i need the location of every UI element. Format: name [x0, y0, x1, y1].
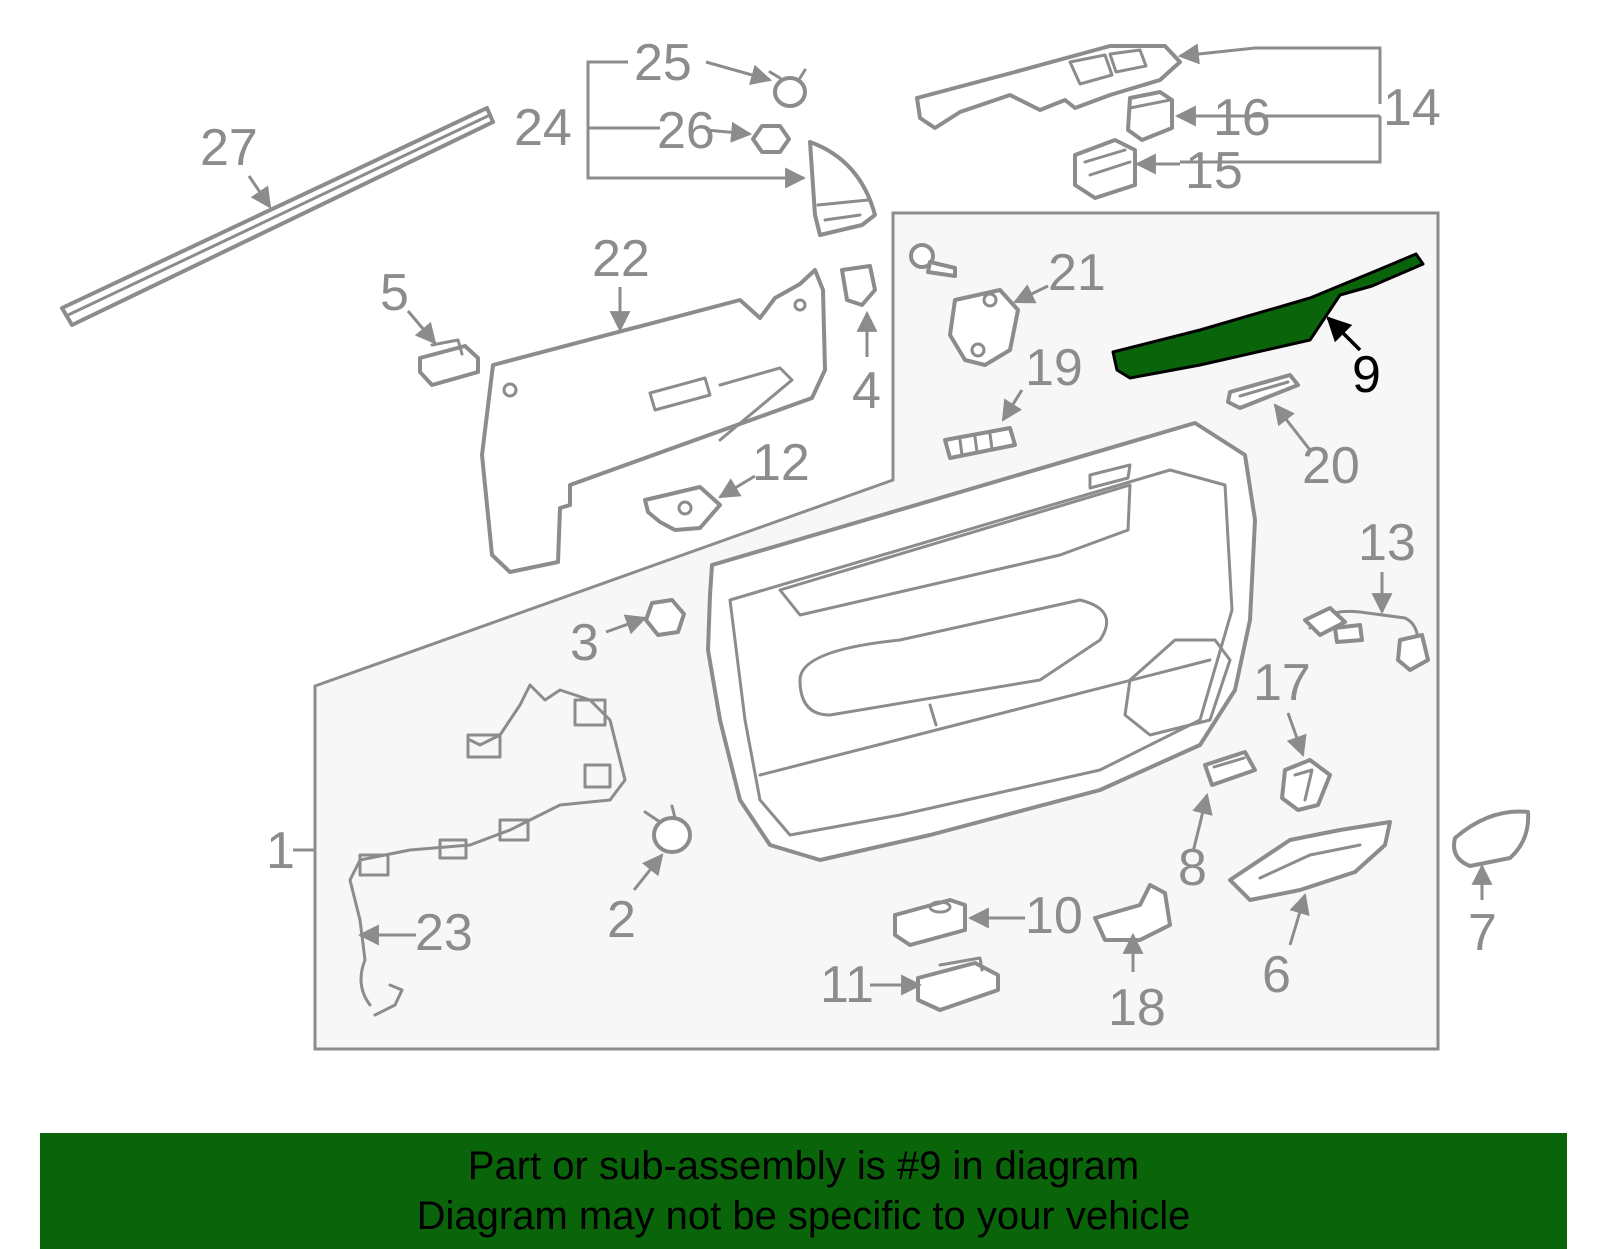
- callout-25: 25: [634, 34, 692, 92]
- callout-9: 9: [1352, 346, 1381, 404]
- callout-6: 6: [1262, 946, 1291, 1004]
- callout-10: 10: [1025, 887, 1083, 945]
- part-7-escutcheon: [1452, 809, 1531, 868]
- leader-lines: [247, 43, 1493, 996]
- part-6-door-handle: [1228, 820, 1392, 902]
- callout-2: 2: [607, 891, 636, 949]
- callout-18: 18: [1108, 979, 1166, 1037]
- part-16-switch: [1126, 90, 1174, 142]
- part-15-switch: [1073, 138, 1137, 200]
- callout-13: 13: [1358, 514, 1416, 572]
- callout-26: 26: [657, 102, 715, 160]
- part-2-clip: [643, 804, 692, 854]
- callout-12: 12: [752, 434, 810, 492]
- callout-16: 16: [1213, 89, 1271, 147]
- info-banner: Part or sub-assembly is #9 in diagram Di…: [40, 1133, 1567, 1249]
- callout-5: 5: [380, 264, 409, 322]
- screw: [909, 243, 957, 278]
- callout-14: 14: [1383, 79, 1441, 137]
- part-8-bezel: [1203, 750, 1257, 787]
- part-4-clip: [840, 264, 877, 307]
- callout-labels: 1 2 3 4 5 6 7 8 9 10 11 12 13 14 15 16 1…: [200, 34, 1497, 1037]
- part-14-switch-bezel: [915, 44, 1182, 130]
- part-5-pad: [418, 338, 480, 387]
- leader-9: [1326, 316, 1362, 352]
- banner-line-disclaimer: Diagram may not be specific to your vehi…: [416, 1194, 1191, 1238]
- part-25-clip: [768, 68, 807, 108]
- callout-4: 4: [852, 362, 881, 420]
- callout-15: 15: [1185, 142, 1243, 200]
- callout-19: 19: [1025, 339, 1083, 397]
- part-3-nut: [644, 598, 686, 637]
- part-22-trim-panel: [480, 268, 827, 574]
- part-20-bezel: [1226, 373, 1300, 410]
- callout-22: 22: [592, 230, 650, 288]
- part-17-bezel: [1280, 758, 1332, 812]
- part-24-mirror-cover: [808, 140, 877, 237]
- callout-11: 11: [820, 956, 874, 1014]
- part-9-armrest-trim: [1111, 252, 1425, 380]
- callout-24: 24: [514, 99, 572, 157]
- callout-8: 8: [1178, 839, 1207, 897]
- part-19-switch: [943, 426, 1017, 460]
- callout-3: 3: [570, 614, 599, 672]
- part-26-nut: [751, 124, 791, 154]
- callout-17: 17: [1253, 654, 1311, 712]
- callout-7: 7: [1468, 904, 1497, 962]
- callout-23: 23: [415, 904, 473, 962]
- callout-27: 27: [200, 119, 258, 177]
- part-11-switch: [916, 956, 1000, 1012]
- part-23-wire-harness: [348, 683, 627, 1017]
- part-1-door-panel: [706, 421, 1257, 862]
- callout-21: 21: [1048, 244, 1106, 302]
- part-18-bracket: [1093, 883, 1172, 942]
- callout-1: 1: [266, 822, 295, 880]
- part-13-harness: [1303, 606, 1430, 672]
- part-10-switch: [893, 898, 967, 947]
- part-27-weatherstrip: [60, 106, 495, 327]
- callout-20: 20: [1302, 437, 1360, 495]
- part-21-bracket: [948, 288, 1020, 367]
- banner-line-part: Part or sub-assembly is #9 in diagram: [467, 1144, 1140, 1188]
- part-12-bracket: [643, 485, 722, 532]
